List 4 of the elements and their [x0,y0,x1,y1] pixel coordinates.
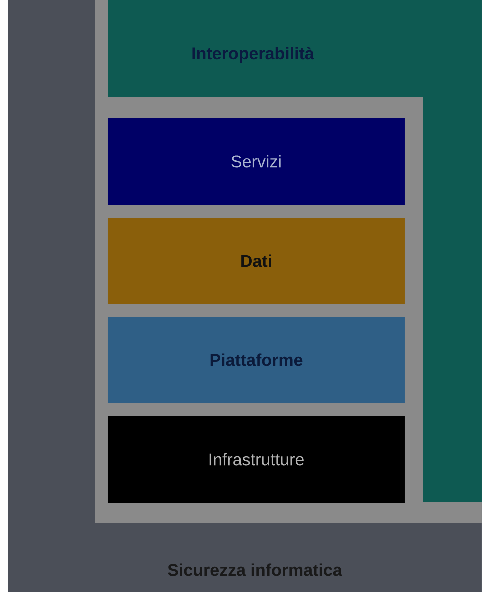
layer-box: Piattaforme [108,317,405,403]
layer-box: Servizi [108,118,405,205]
layer-box: Infrastrutture [108,416,405,503]
layer-box: Dati [108,218,405,304]
